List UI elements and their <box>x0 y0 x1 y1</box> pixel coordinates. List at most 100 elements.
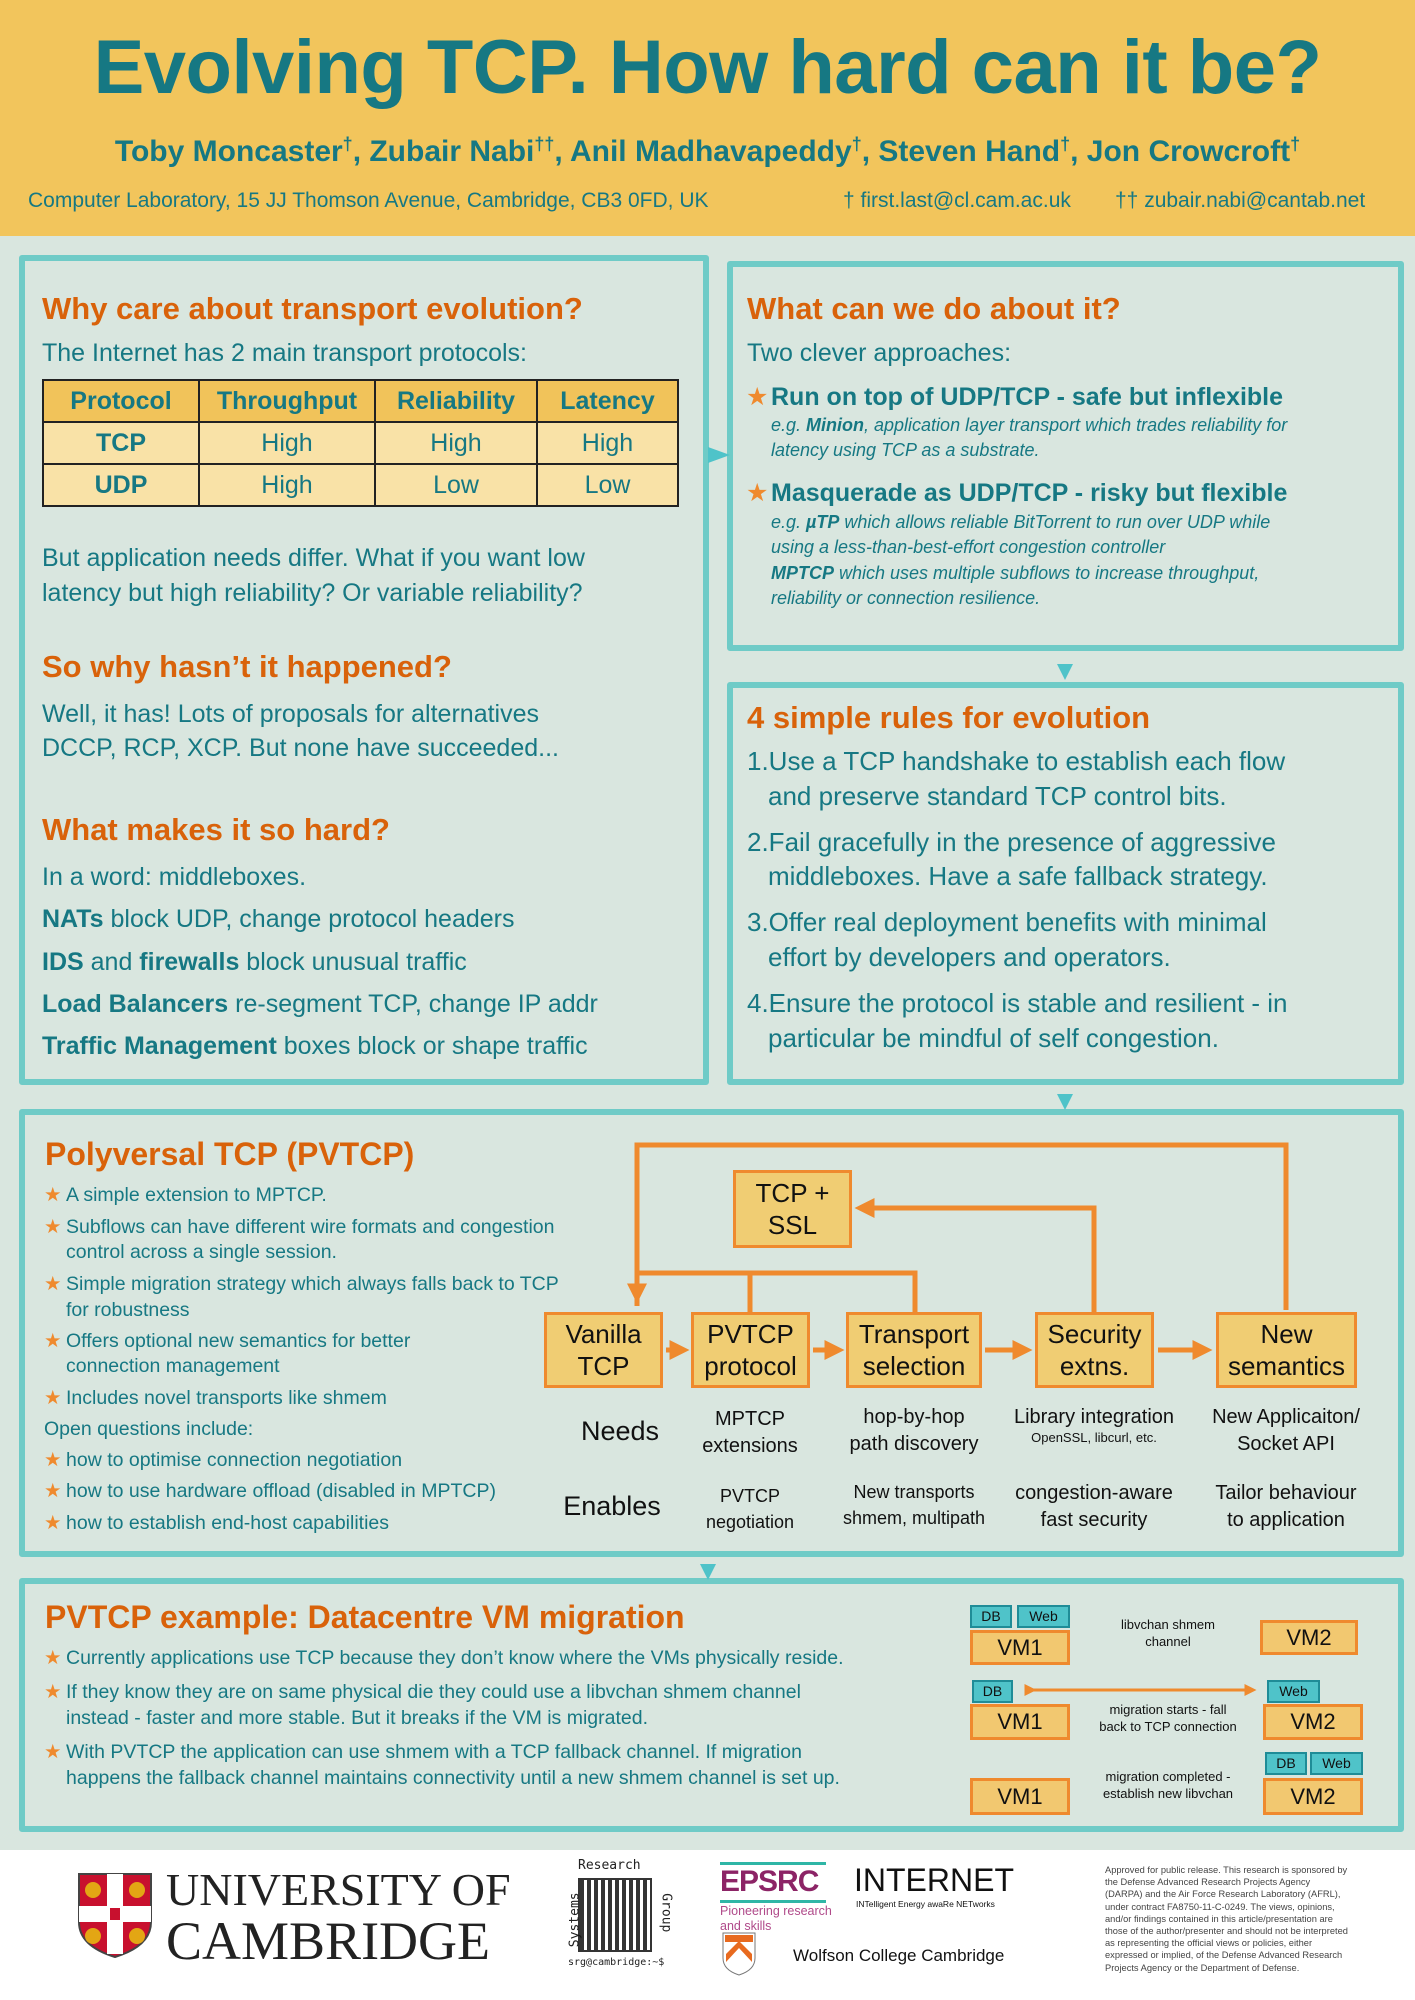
text: fast security <box>1040 1509 1148 1531</box>
term: µTP <box>806 512 840 532</box>
star-icon: ★ <box>44 1741 62 1763</box>
poster-title: Evolving TCP. How hard can it be? <box>93 25 1322 110</box>
text: Library integration <box>1013 1406 1175 1428</box>
table-cell: Low <box>374 463 538 507</box>
needs-cell: New Applicaiton/Socket API <box>1191 1404 1381 1458</box>
term: IDS <box>42 948 84 976</box>
section-heading: So why hasn’t it happened? <box>42 649 452 684</box>
author-list: Toby Moncaster†, Zubair Nabi††, Anil Mad… <box>114 134 1301 168</box>
text: Socket API <box>1237 1433 1335 1455</box>
text: and/or findings contained in this articl… <box>1105 1913 1333 1924</box>
left-panel <box>19 255 709 1085</box>
affil-mark: †† <box>534 134 555 154</box>
author: Zubair Nabi <box>369 135 535 168</box>
affil-mark: † <box>1290 134 1301 154</box>
web-tab: Web <box>1267 1680 1320 1703</box>
author: Jon Crowcroft <box>1086 135 1291 168</box>
middlebox-item: NATs block UDP, change protocol headers <box>42 904 514 934</box>
box-label: TCP + <box>755 1178 830 1208</box>
text: Approved for public release. This resear… <box>1105 1865 1348 1875</box>
text: back to TCP connection <box>1099 1719 1237 1734</box>
text: shmem, multipath <box>842 1508 986 1528</box>
vm2-box: VM2 <box>1263 1704 1363 1740</box>
approach-desc: e.g. µTP which allows reliable BitTorren… <box>771 512 1270 534</box>
text: extensions <box>702 1435 798 1457</box>
author: Toby Moncaster <box>114 135 343 168</box>
text: which uses multiple subflows to increase… <box>834 563 1260 583</box>
star-icon: ★ <box>44 1449 62 1471</box>
text: (DARPA) and the Air Force Research Labor… <box>1105 1889 1341 1900</box>
section-heading: What makes it so hard? <box>42 812 390 847</box>
intro-text: The Internet has 2 main transport protoc… <box>42 339 527 367</box>
bullet-text: Subflows can have different wire formats… <box>66 1216 555 1238</box>
section-heading: 4 simple rules for evolution <box>747 700 1151 735</box>
term: Minion <box>806 415 865 435</box>
star-icon: ★ <box>44 1184 62 1206</box>
affil-mark: † <box>851 134 862 154</box>
description: re-segment TCP, change IP addr <box>228 990 598 1018</box>
text: New transports <box>853 1482 975 1502</box>
open-questions-label: Open questions include: <box>44 1418 254 1440</box>
description: boxes block or shape traffic <box>276 1032 588 1060</box>
text: channel <box>1145 1634 1191 1649</box>
needs-label: Needs <box>580 1416 660 1446</box>
rule-item: 4.Ensure the protocol is stable and resi… <box>747 988 1288 1018</box>
table-header-row: Protocol Throughput Reliability Latency <box>42 379 679 423</box>
epsrc-logo: EPSRC <box>720 1865 819 1898</box>
text: UNIVERSITY OF <box>166 1864 511 1915</box>
box-label: Transport <box>858 1319 970 1349</box>
poster-header <box>0 0 1415 236</box>
tcp-ssl-box: TCP +SSL <box>733 1170 852 1248</box>
text: Pioneering research <box>720 1904 832 1918</box>
arrow-right-icon <box>708 447 730 463</box>
box-label: Security <box>1047 1319 1142 1349</box>
rules-panel <box>727 682 1404 1085</box>
approach-desc: e.g. Minion, application layer transport… <box>771 415 1287 437</box>
vm2-box: VM2 <box>1263 1778 1363 1815</box>
table-cell: Low <box>536 463 679 507</box>
star-icon: ★ <box>44 1216 62 1238</box>
web-tab: Web <box>1017 1605 1070 1628</box>
bullet-text: instead - faster and more stable. But it… <box>66 1707 649 1729</box>
arrow-down-icon <box>1057 1094 1073 1110</box>
column-header: Protocol <box>42 379 200 423</box>
text: OpenSSL, libcurl, etc. <box>1031 1430 1157 1445</box>
epsrc-rule <box>720 1862 826 1865</box>
qr-code-icon <box>578 1878 652 1952</box>
approach-desc: MPTCP which uses multiple subflows to in… <box>771 563 1259 585</box>
term: Load Balancers <box>42 990 229 1018</box>
body-text: But application needs differ. What if yo… <box>42 544 585 572</box>
db-tab: DB <box>970 1605 1012 1628</box>
text: path discovery <box>849 1433 979 1455</box>
srg-research-label: Research <box>578 1858 641 1873</box>
rule-item: effort by developers and operators. <box>768 942 1171 972</box>
term: MPTCP <box>771 563 834 583</box>
intro-text: Two clever approaches: <box>747 339 1012 367</box>
text: e.g. <box>771 512 807 532</box>
question-text: how to use hardware offload (disabled in… <box>66 1480 496 1502</box>
table-row: TCP High High High <box>42 421 679 465</box>
text: and skills <box>720 1919 772 1933</box>
box-label: SSL <box>767 1210 818 1240</box>
approach-desc: using a less-than-best-effort congestion… <box>771 537 1166 557</box>
wolfson-crest-logo <box>722 1932 756 1976</box>
vm1-box: VM1 <box>970 1704 1070 1740</box>
table-cell: High <box>198 463 376 507</box>
box-label: TCP <box>577 1351 630 1381</box>
middlebox-item: Load Balancers re-segment TCP, change IP… <box>42 989 598 1019</box>
bullet-text: connection management <box>66 1355 280 1377</box>
email-1: † first.last@cl.cam.ac.uk <box>843 189 1071 212</box>
description: block UDP, change protocol headers <box>103 905 515 933</box>
approach-title: Run on top of UDP/TCP - safe but inflexi… <box>771 383 1284 411</box>
text: , application layer transport which trad… <box>864 415 1288 435</box>
bullet-text: happens the fallback channel maintains c… <box>66 1767 840 1789</box>
